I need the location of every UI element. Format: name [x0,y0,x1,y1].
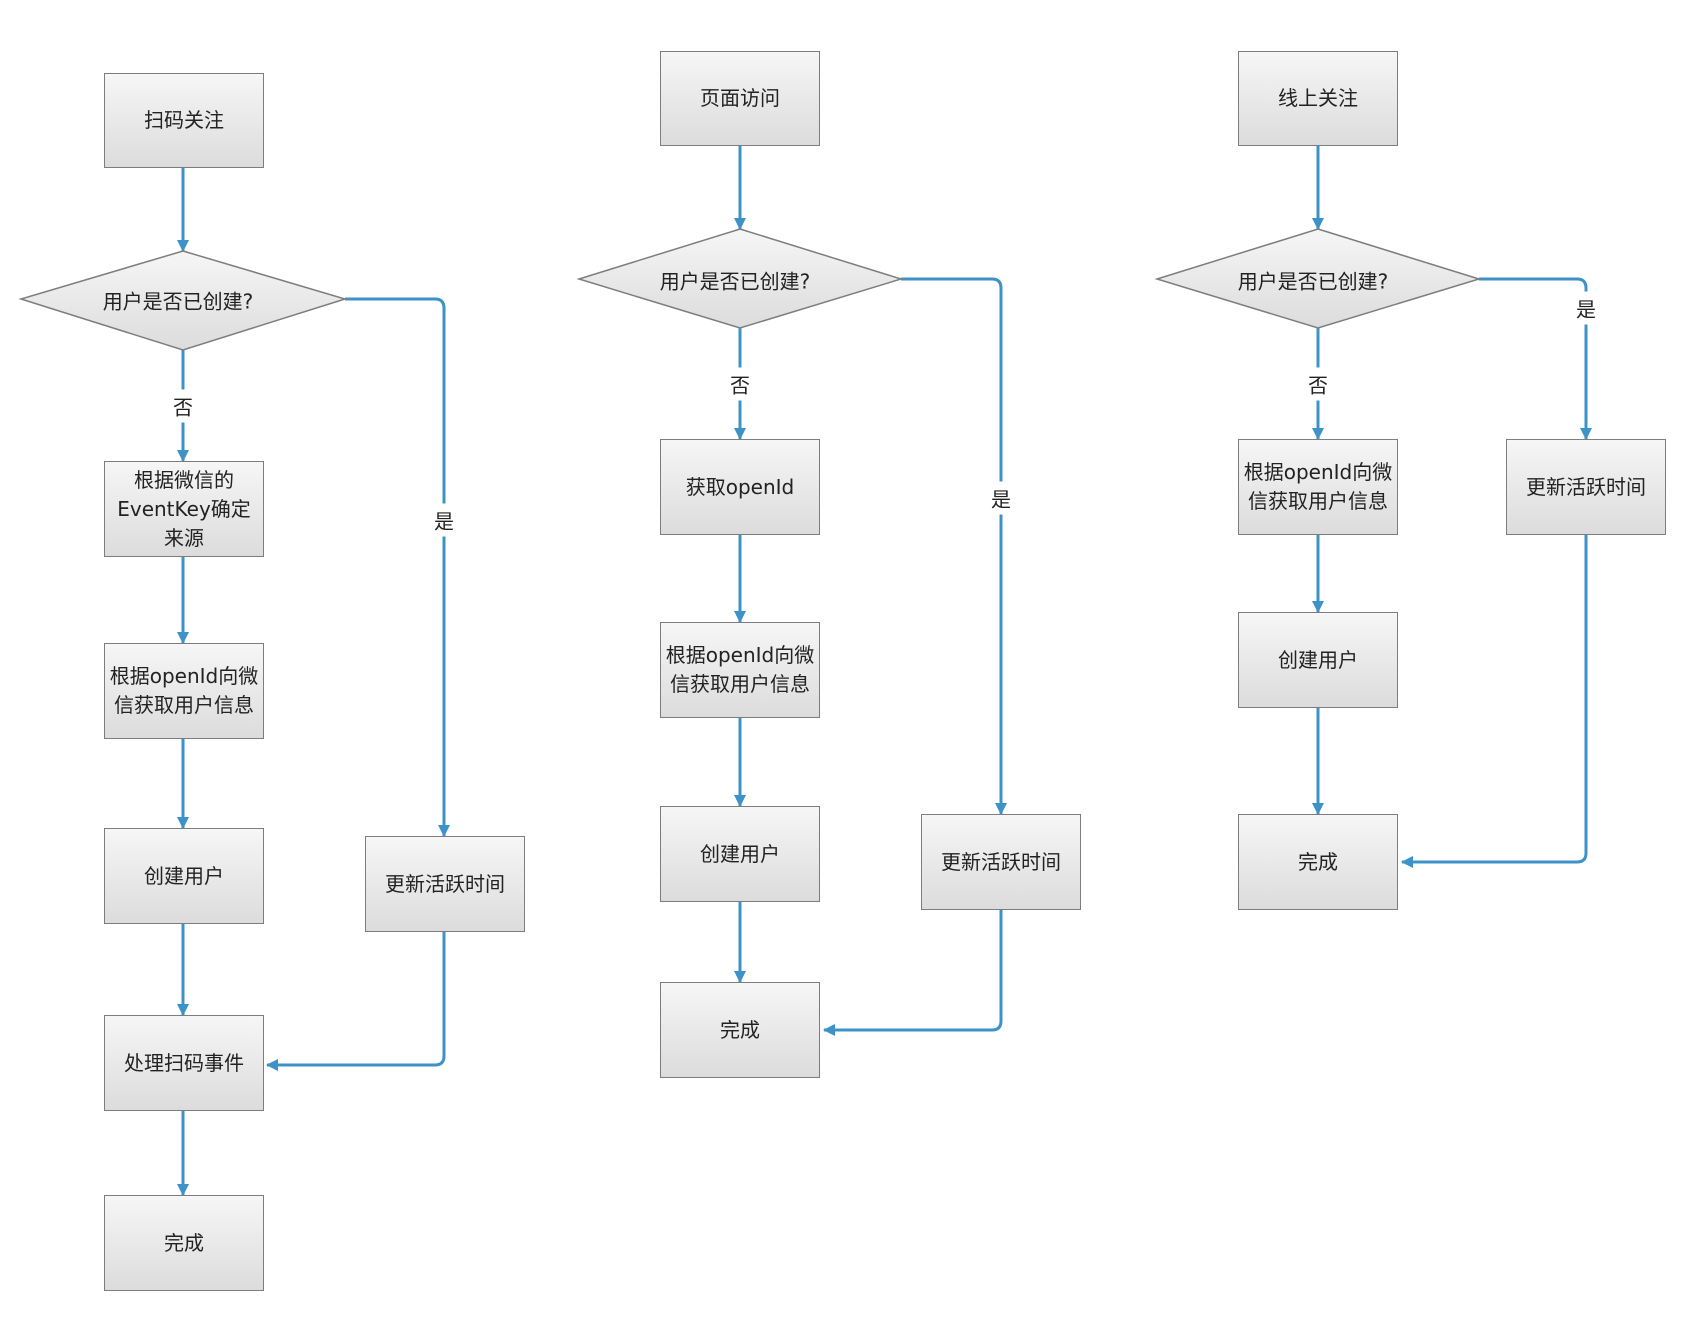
create-user-label: 创建用户 [1278,647,1358,672]
end-box: 完成 [660,982,820,1078]
end-box: 完成 [1238,814,1398,910]
update-time-box: 更新活跃时间 [921,814,1081,910]
source-box: 根据微信的EventKey确定来源 [104,461,264,557]
no-label: 否 [1306,367,1330,401]
start-label: 线上关注 [1278,86,1358,110]
update-time-box: 更新活跃时间 [365,836,525,932]
get-openid-box: 获取openId [660,439,820,535]
arrow-update-to-handle [266,932,446,1071]
decision-diamond [576,228,904,329]
end-label: 完成 [1298,849,1338,874]
start-label: 页面访问 [700,86,780,110]
fetch-info-label: 根据openId向微信获取用户信息 [665,643,815,696]
update-time-box: 更新活跃时间 [1506,439,1666,535]
yes-label: 是 [432,503,456,537]
decision-diamond [1154,228,1482,329]
no-label: 否 [728,367,752,401]
arrow-yes-to-update [1479,277,1592,440]
end-box: 完成 [104,1195,264,1291]
handle-event-label: 处理扫码事件 [124,1050,244,1075]
update-time-label: 更新活跃时间 [385,871,505,896]
fetch-info-box: 根据openId向微信获取用户信息 [104,643,264,739]
fetch-info-label: 根据openId向微信获取用户信息 [1243,460,1393,513]
decision-label: 用户是否已创建? [1237,269,1389,294]
create-user-box: 创建用户 [1238,612,1398,708]
update-time-label: 更新活跃时间 [941,849,1061,874]
start-label: 扫码关注 [144,108,224,132]
fetch-info-label: 根据openId向微信获取用户信息 [109,664,259,717]
create-user-label: 创建用户 [144,863,224,888]
arrow-yes-to-update [345,297,450,837]
decision-label: 用户是否已创建? [659,269,811,294]
decision-label: 用户是否已创建? [102,289,254,314]
decision-diamond [18,250,348,351]
start-box-page: 页面访问 [660,51,820,146]
end-label: 完成 [164,1230,204,1255]
arrow-update-to-end [823,910,1003,1036]
yes-label: 是 [989,481,1013,515]
yes-label: 是 [1574,291,1598,325]
update-time-label: 更新活跃时间 [1526,474,1646,499]
get-openid-label: 获取openId [685,474,795,499]
no-label: 否 [171,389,195,423]
handle-event-box: 处理扫码事件 [104,1015,264,1111]
fetch-info-box: 根据openId向微信获取用户信息 [660,622,820,718]
start-box-online: 线上关注 [1238,51,1398,146]
create-user-box: 创建用户 [660,806,820,902]
source-label: 根据微信的EventKey确定来源 [117,467,251,550]
arrow-update-to-end [1401,535,1588,868]
end-label: 完成 [720,1017,760,1042]
create-user-label: 创建用户 [700,841,780,866]
arrow-yes-to-update [901,277,1007,815]
start-box-scan: 扫码关注 [104,73,264,168]
fetch-info-box: 根据openId向微信获取用户信息 [1238,439,1398,535]
create-user-box: 创建用户 [104,828,264,924]
